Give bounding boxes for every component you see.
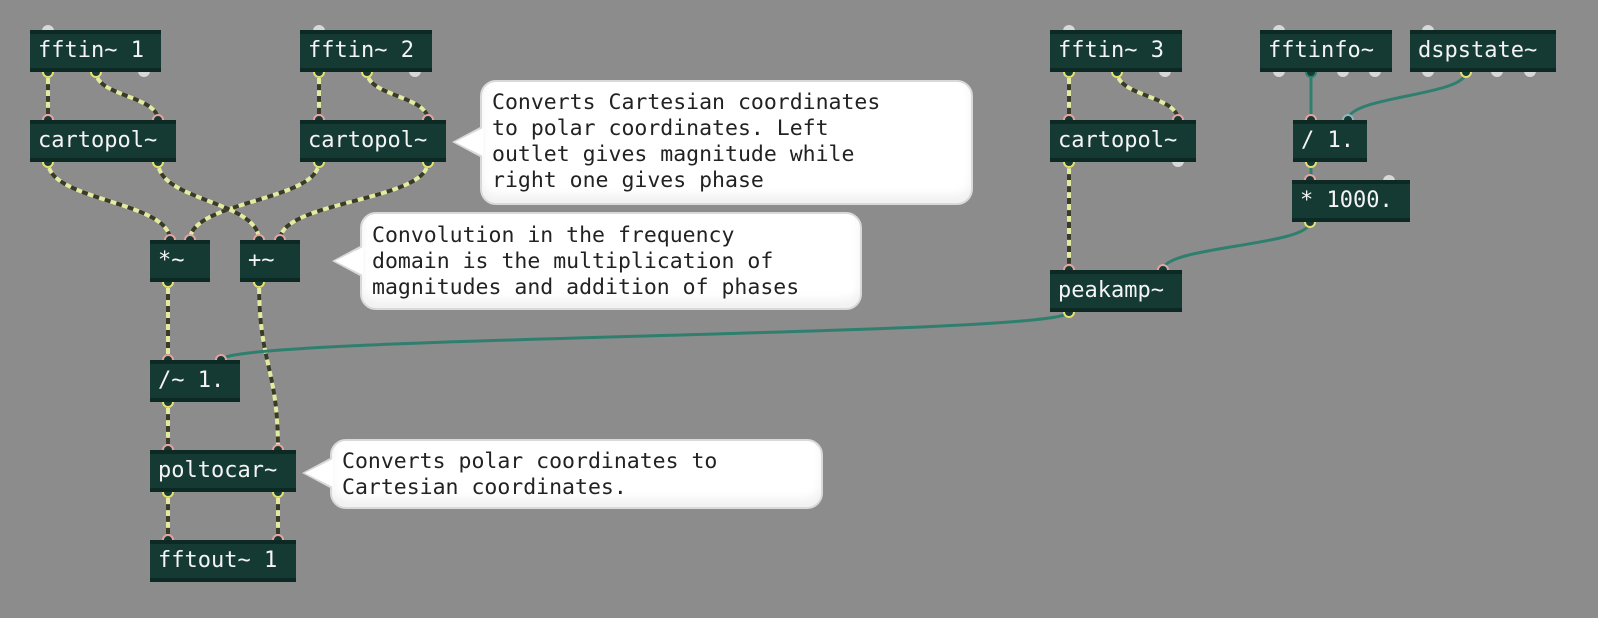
fftin-1-object[interactable]: fftin~ 1: [30, 30, 161, 72]
cord-cartopol2-mag-to-mulsig-dash: [188, 161, 321, 241]
cord-cartopol1-phase-to-addsig[interactable]: [156, 161, 261, 241]
cartopol-2-object[interactable]: cartopol~: [300, 120, 446, 162]
dspstate-object[interactable]: dspstate~: [1410, 30, 1556, 72]
cord-peakamp-to-divsig-right[interactable]: [219, 310, 1071, 362]
cord-dspstate-to-div-right[interactable]: [1346, 71, 1468, 121]
patch-cords: [45, 71, 1468, 540]
fftinfo-object[interactable]: fftinfo~: [1260, 30, 1392, 72]
cord-fftin1-to-cartopol1-right-dash: [94, 71, 160, 121]
multiply-signal-object[interactable]: *~: [150, 240, 210, 282]
cord-addsig-to-poltocar-dash: [257, 281, 280, 451]
poltocar-comment: Converts polar coordinates to Cartesian …: [302, 439, 823, 509]
divide-signal-object[interactable]: /~ 1.: [150, 360, 240, 402]
cord-fftin2-to-cartopol2-right-dash: [365, 71, 430, 121]
cord-fftin3-to-cartopol3-right-dash: [1115, 71, 1180, 121]
cord-cartopol2-phase-to-addsig-dash: [278, 161, 430, 241]
fftout-object[interactable]: fftout~ 1: [150, 540, 296, 582]
convolution-comment: Convolution in the frequency domain is t…: [332, 212, 862, 310]
fftin-3-object[interactable]: fftin~ 3: [1050, 30, 1182, 72]
cartopol-1-object[interactable]: cartopol~: [30, 120, 176, 162]
cartopol-3-object[interactable]: cartopol~: [1050, 120, 1196, 162]
multiply-1000-object[interactable]: * 1000.: [1292, 180, 1410, 222]
poltocar-object[interactable]: poltocar~: [150, 450, 296, 492]
fftin-2-object[interactable]: fftin~ 2: [300, 30, 432, 72]
add-signal-object[interactable]: +~: [240, 240, 300, 282]
cord-cartopol1-mag-to-mulsig-dash: [46, 161, 172, 241]
divide-object[interactable]: / 1.: [1293, 120, 1367, 162]
cord-mul1000-to-peakamp[interactable]: [1161, 221, 1312, 271]
cartopol-comment: Converts Cartesian coordinates to polar …: [452, 80, 973, 205]
peakamp-object[interactable]: peakamp~: [1050, 270, 1182, 312]
cord-cartopol1-phase-to-addsig-dash: [156, 161, 261, 241]
